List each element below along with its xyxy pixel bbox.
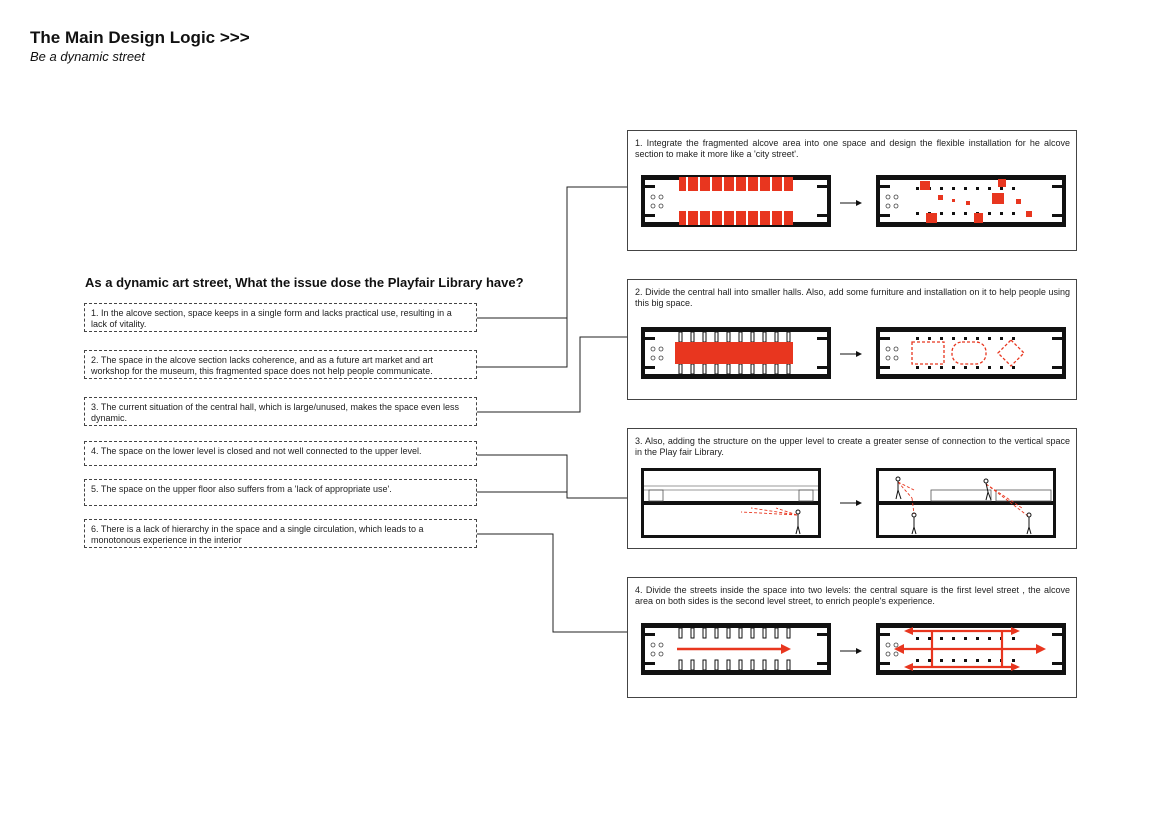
solution-text-4: 4. Divide the streets inside the space i…	[635, 585, 1070, 606]
plan-before-1	[641, 175, 831, 227]
issue-box-3: 3. The current situation of the central …	[84, 397, 477, 426]
person-icon	[795, 509, 801, 535]
arrow-icon	[840, 648, 862, 654]
plan-after-4	[876, 623, 1066, 675]
plan-before-4	[641, 623, 831, 675]
arrow-icon	[840, 351, 862, 357]
person-icon	[895, 476, 1032, 535]
issue-box-2: 2. The space in the alcove section lacks…	[84, 350, 477, 379]
arrow-icon	[840, 500, 862, 506]
issue-question: As a dynamic art street, What the issue …	[85, 275, 524, 290]
page-subtitle: Be a dynamic street	[30, 49, 145, 64]
solution-text-3: 3. Also, adding the structure on the upp…	[635, 436, 1070, 457]
issue-box-4: 4. The space on the lower level is close…	[84, 441, 477, 466]
section-before-3	[641, 468, 821, 538]
issue-box-1: 1. In the alcove section, space keeps in…	[84, 303, 477, 332]
solution-text-2: 2. Divide the central hall into smaller …	[635, 287, 1070, 308]
arrow-icon	[840, 200, 862, 206]
plan-before-2	[641, 327, 831, 379]
plan-after-1	[876, 175, 1066, 227]
solution-text-1: 1. Integrate the fragmented alcove area …	[635, 138, 1070, 159]
solution-panel-3: 3. Also, adding the structure on the upp…	[627, 428, 1077, 549]
issue-box-5: 5. The space on the upper floor also suf…	[84, 479, 477, 506]
issue-box-6: 6. There is a lack of hierarchy in the s…	[84, 519, 477, 548]
section-after-3	[876, 468, 1056, 538]
page-title: The Main Design Logic >>>	[30, 28, 250, 47]
plan-after-2	[876, 327, 1066, 379]
